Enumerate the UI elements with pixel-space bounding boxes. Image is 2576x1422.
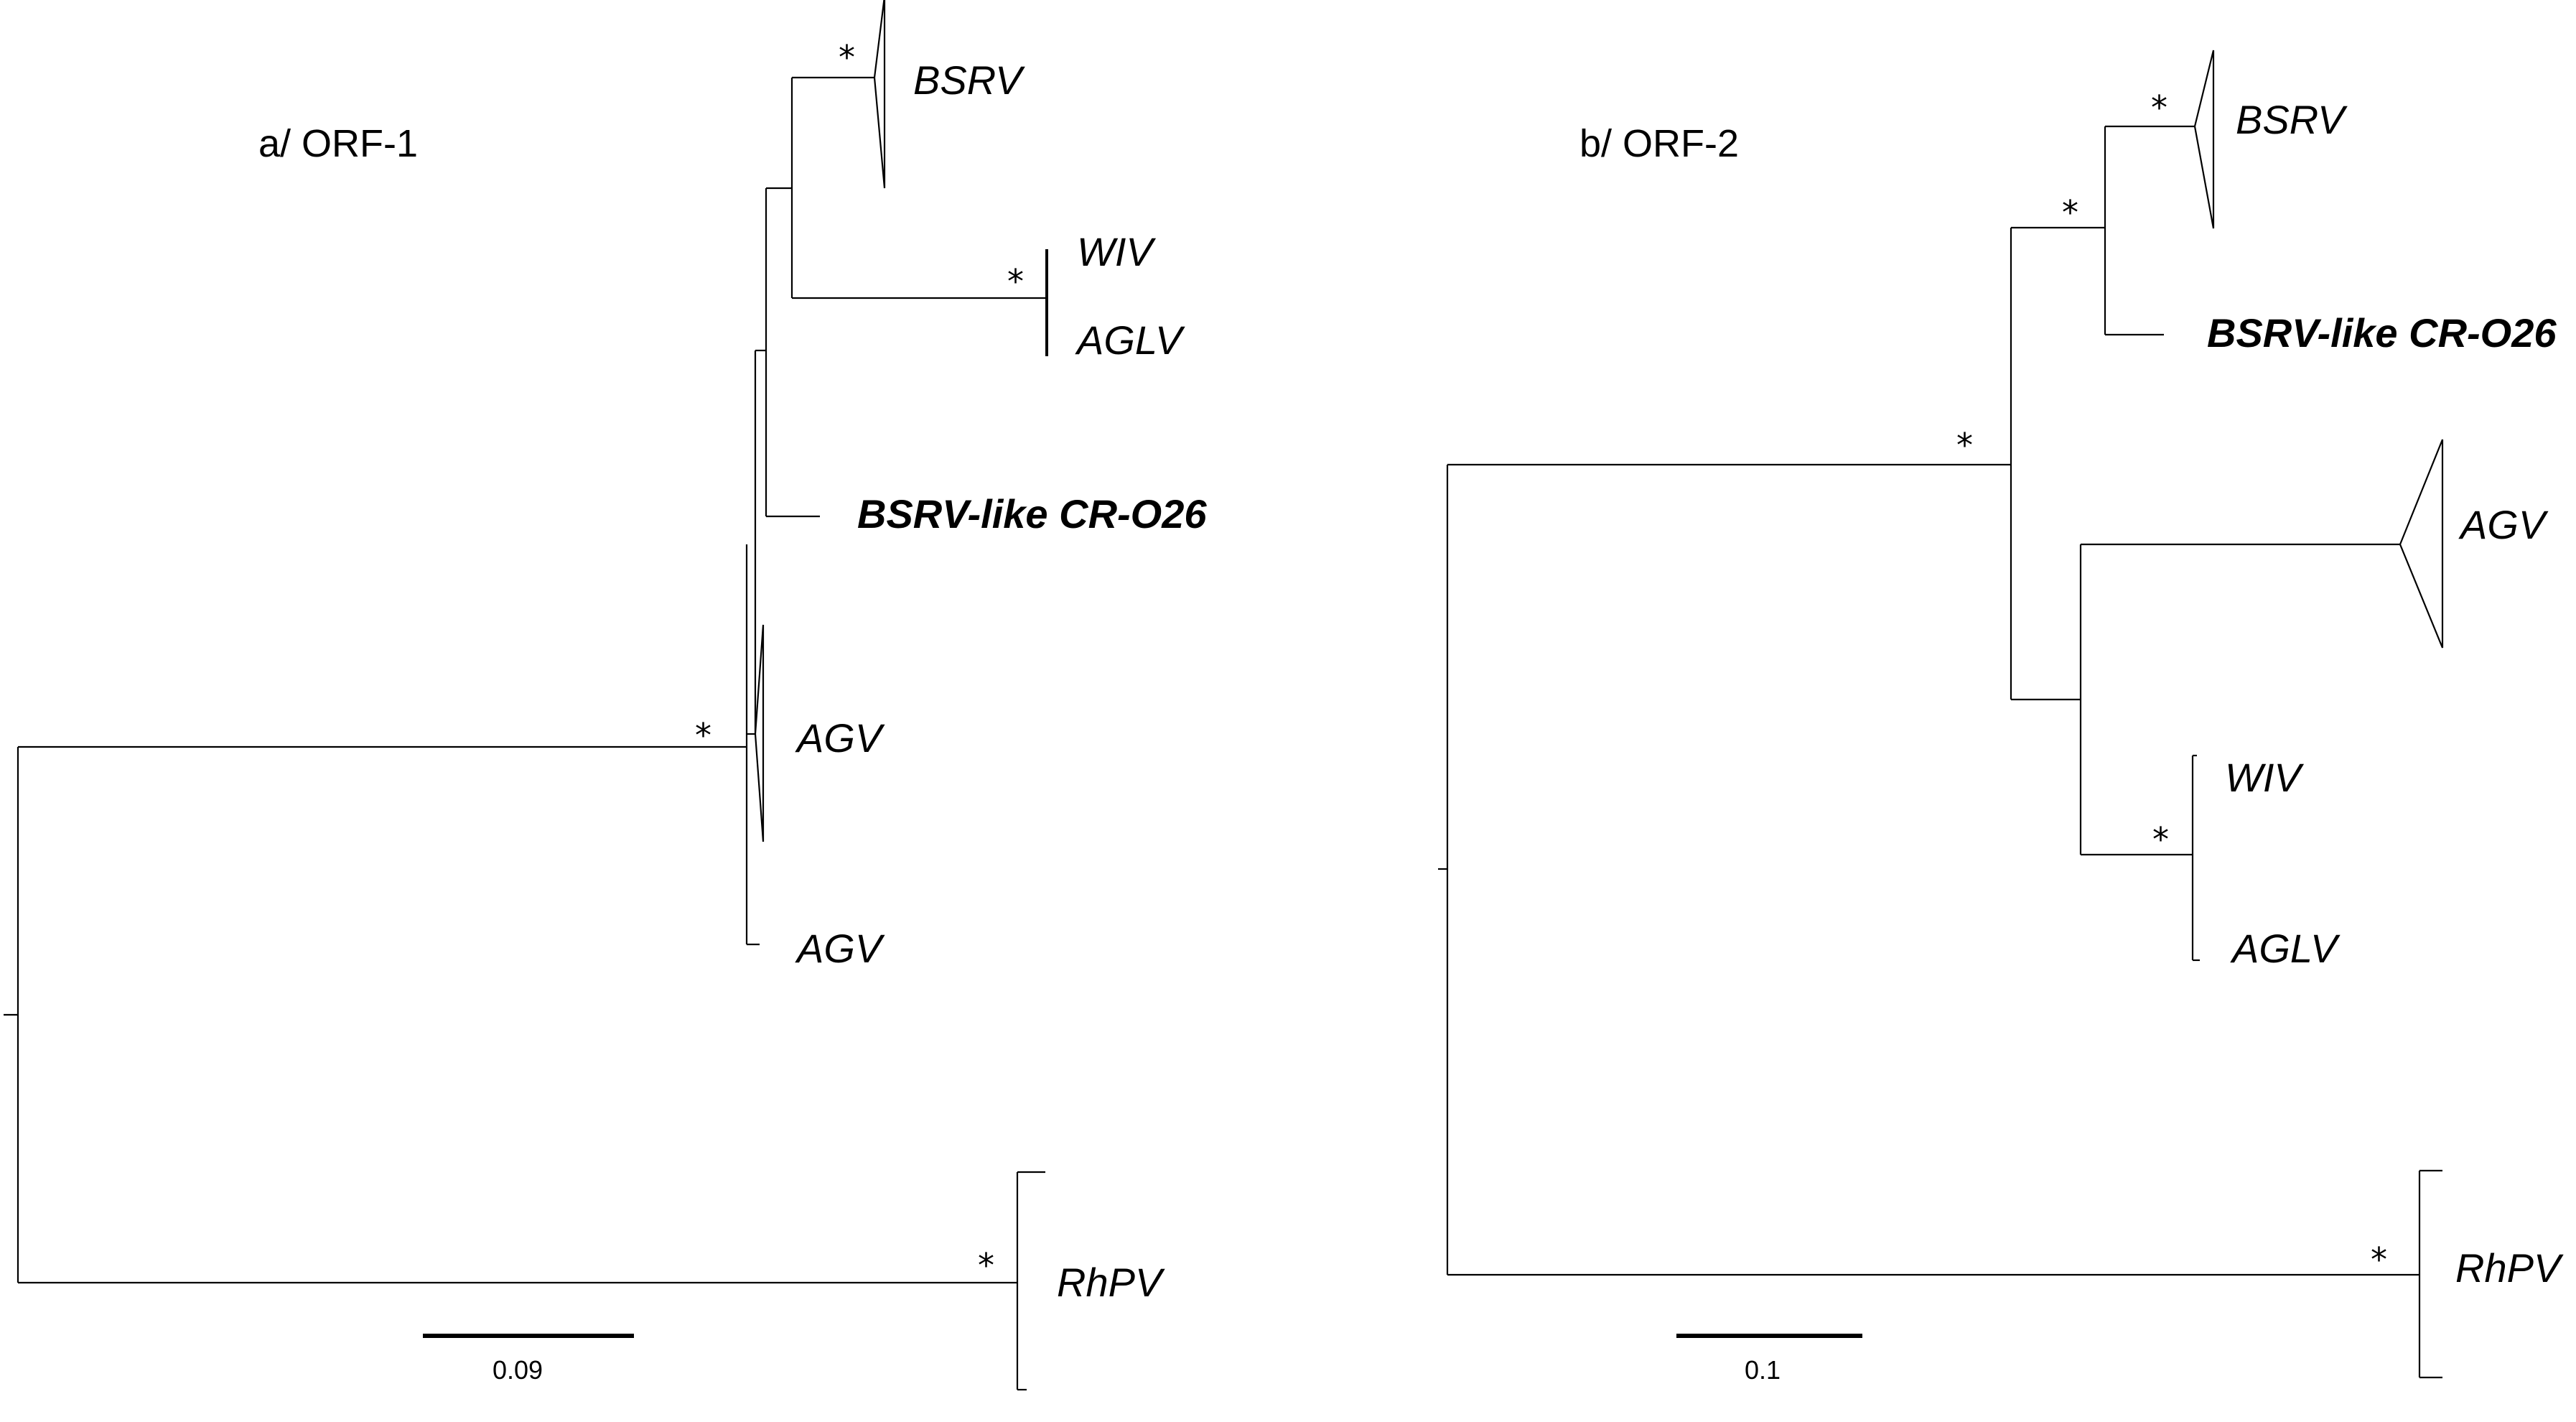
panel-b-title: b/ ORF-2 <box>1579 122 1739 165</box>
panel-a-title: a/ ORF-1 <box>258 122 418 165</box>
taxon-bsrv: BSRV <box>913 57 1025 103</box>
bsrv-collapsed-clade-b <box>2193 50 2215 229</box>
taxon-bsrv-like-isolate: BSRV-like CR-O26 <box>857 491 1207 536</box>
tree-panel-orf2: b/ ORF-2 * * * * * <box>1438 50 2564 1385</box>
taxon-aglv-b: AGLV <box>2230 926 2341 971</box>
support-wiv-aglv: * <box>1007 262 1024 301</box>
taxon-agv-b: AGV <box>2458 502 2549 547</box>
support-bsrv-node-b: * <box>2062 193 2078 232</box>
support-ingroup-b: * <box>1956 426 1973 465</box>
taxon-wiv: WIV <box>1077 229 1156 274</box>
taxon-rhpv-b: RhPV <box>2455 1245 2564 1291</box>
support-bsrv: * <box>839 38 855 77</box>
bsrv-collapsed-clade <box>873 0 886 189</box>
taxon-rhpv: RhPV <box>1057 1260 1165 1305</box>
agv-collapsed-clade <box>754 624 765 842</box>
taxon-agv-clade: AGV <box>795 715 885 761</box>
support-rhpv: * <box>978 1246 994 1285</box>
support-ingroup: * <box>695 716 711 755</box>
tree-panel-orf1: a/ ORF-1 * * * <box>4 0 1207 1391</box>
support-rhpv-b: * <box>2371 1240 2387 1279</box>
taxon-aglv: AGLV <box>1075 317 1185 363</box>
taxon-agv-single: AGV <box>795 926 885 971</box>
support-wiv-aglv-b: * <box>2152 820 2169 859</box>
taxon-bsrv-b: BSRV <box>2236 97 2348 142</box>
support-bsrv-b: * <box>2151 88 2167 127</box>
agv-collapsed-clade-b <box>2399 439 2444 649</box>
taxon-wiv-b: WIV <box>2225 755 2304 800</box>
scale-label-b: 0.1 <box>1745 1355 1781 1385</box>
scale-label-a: 0.09 <box>493 1355 543 1385</box>
taxon-bsrv-like-isolate-b: BSRV-like CR-O26 <box>2207 310 2557 356</box>
